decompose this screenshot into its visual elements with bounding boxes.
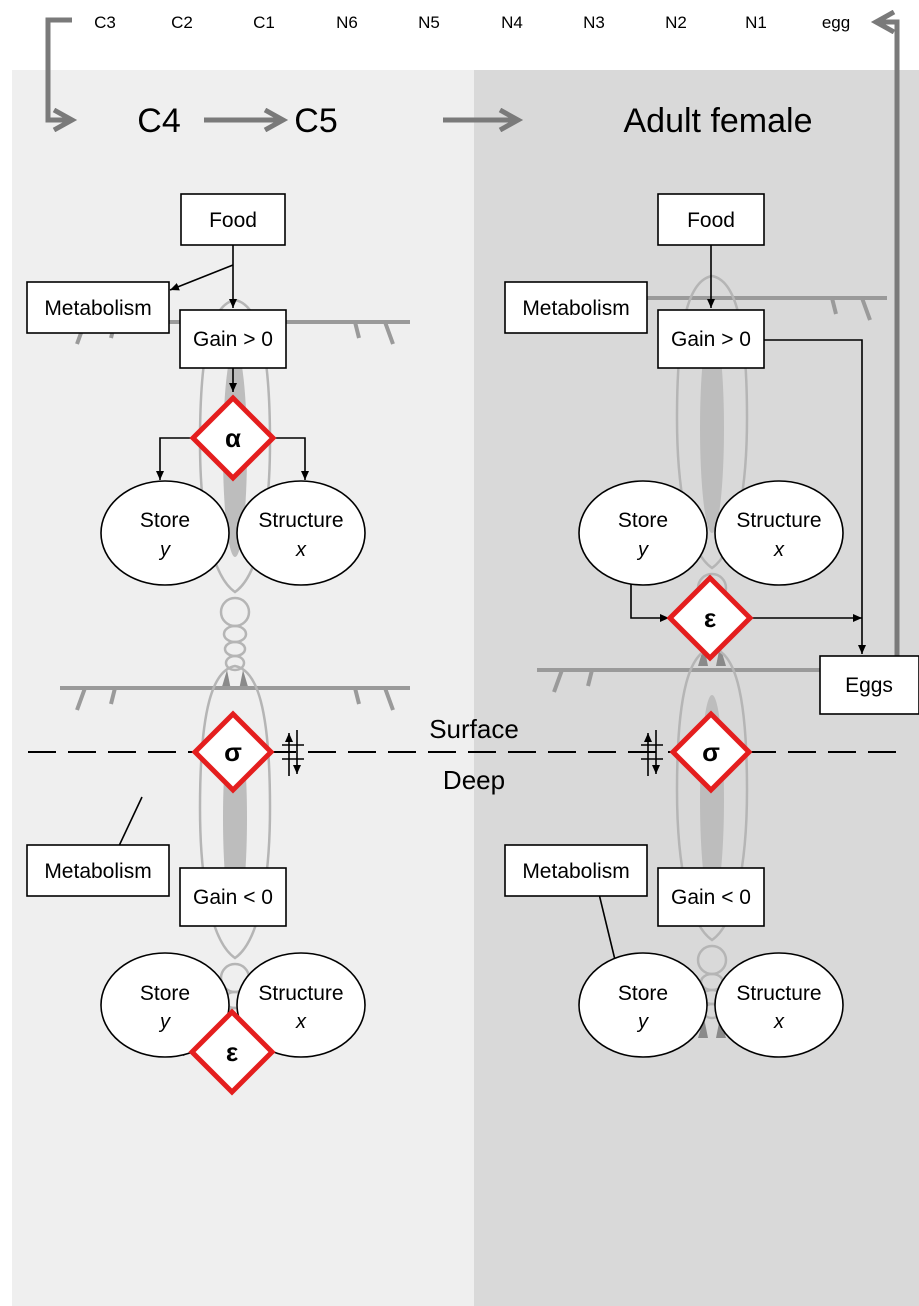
flow-arrow (764, 339, 866, 654)
structure-var: x (295, 539, 307, 561)
stage-title-c4: C4 (137, 102, 180, 140)
stage-label: N5 (418, 13, 440, 32)
lifecycle-loop-left-arrow (45, 17, 72, 120)
epsilon-diamond (666, 574, 754, 662)
epsilon-diamond (188, 1008, 276, 1096)
sigma-diamond-right (669, 710, 753, 794)
stage-label: N2 (665, 13, 687, 32)
alpha-diamond (189, 394, 277, 482)
flow-arrow (169, 264, 234, 291)
eggs-box (819, 655, 919, 715)
store-pool (100, 952, 230, 1058)
epsilon-symbol: ε (704, 603, 716, 633)
structure-var: x (773, 1011, 785, 1033)
flow-arrow (156, 437, 195, 480)
food-label: Food (209, 209, 257, 232)
store-pool (578, 952, 708, 1058)
stage-label: N1 (745, 13, 767, 32)
structure-pool (714, 480, 844, 586)
structure-pool (714, 952, 844, 1058)
eggs-label: Eggs (845, 674, 893, 697)
gain-label: Gain > 0 (193, 328, 273, 351)
store-var: y (158, 1011, 171, 1033)
metabolism-label: Metabolism (522, 860, 629, 883)
gain-box (657, 309, 765, 369)
stage-label: C3 (94, 13, 116, 32)
stage-label: C2 (171, 13, 193, 32)
sigma-diamond-left (191, 710, 275, 794)
vertical-migration-arrows (641, 730, 663, 776)
stage-label: N6 (336, 13, 358, 32)
stage-title-adult: Adult female (624, 102, 813, 140)
store-label: Store (140, 982, 190, 1005)
gain-label: Gain > 0 (671, 328, 751, 351)
store-label: Store (140, 509, 190, 532)
epsilon-symbol: ε (226, 1037, 238, 1067)
structure-var: x (295, 1011, 307, 1033)
structure-label: Structure (736, 982, 821, 1005)
store-pool (578, 480, 708, 586)
metabolism-box (26, 281, 170, 334)
structure-label: Structure (258, 509, 343, 532)
food-box (180, 193, 286, 246)
stage-label: N3 (583, 13, 605, 32)
metabolism-box (504, 281, 648, 334)
structure-pool (236, 952, 366, 1058)
stage-label: N4 (501, 13, 523, 32)
structure-var: x (773, 539, 785, 561)
gain-box (179, 309, 287, 369)
stage-label: egg (822, 13, 850, 32)
store-label: Store (618, 509, 668, 532)
structure-label: Structure (258, 982, 343, 1005)
store-pool (100, 480, 230, 586)
structure-label: Structure (736, 509, 821, 532)
metabolism-label: Metabolism (44, 860, 151, 883)
stage-label: C1 (253, 13, 275, 32)
metabolism-label: Metabolism (522, 297, 629, 320)
surface-label: Surface (429, 714, 519, 744)
store-var: y (636, 1011, 649, 1033)
metabolism-box (504, 844, 648, 897)
store-var: y (158, 539, 171, 561)
gain-box (179, 867, 287, 927)
gain-label: Gain < 0 (193, 886, 273, 909)
sigma-symbol: σ (224, 737, 242, 767)
vertical-migration-arrows (282, 730, 304, 776)
flow-arrow (271, 437, 309, 480)
store-var: y (636, 539, 649, 561)
food-box (657, 193, 765, 246)
store-label: Store (618, 982, 668, 1005)
metabolism-label: Metabolism (44, 297, 151, 320)
gain-label: Gain < 0 (671, 886, 751, 909)
structure-pool (236, 480, 366, 586)
food-label: Food (687, 209, 735, 232)
sigma-symbol: σ (702, 737, 720, 767)
gain-box (657, 867, 765, 927)
flow-arrow (630, 575, 669, 622)
alpha-symbol: α (225, 423, 241, 453)
metabolism-box (26, 844, 170, 897)
deep-label: Deep (443, 765, 505, 795)
stage-title-c5: C5 (294, 102, 337, 140)
